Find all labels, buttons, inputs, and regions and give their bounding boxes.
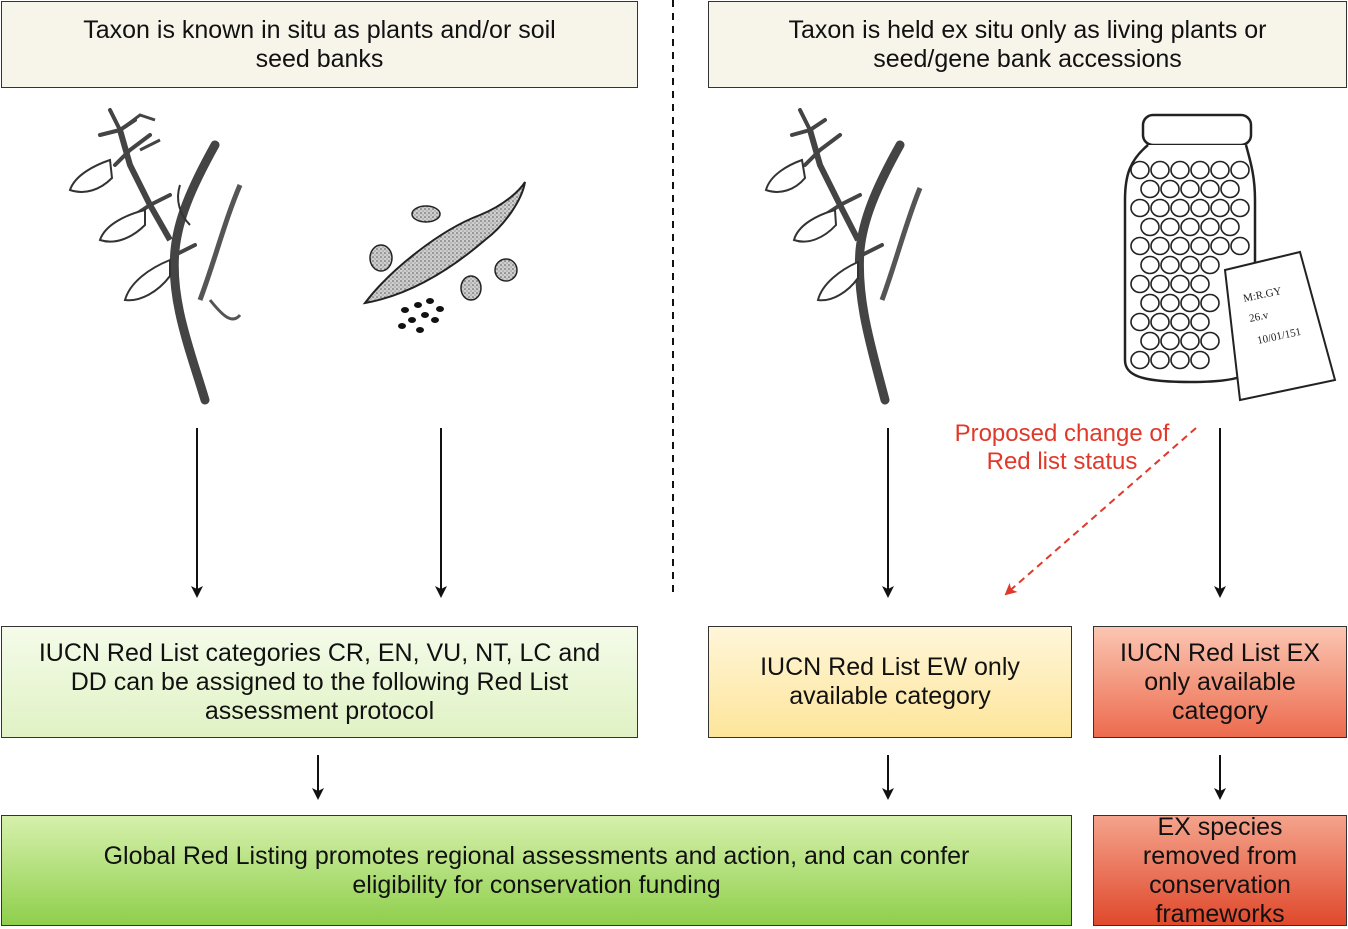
in-situ-box: Taxon is known in situ as plants and/or … <box>1 1 638 88</box>
proposed-change-label: Proposed change of Red list status <box>952 420 1172 476</box>
global-listing-box: Global Red Listing promotes regional ass… <box>1 815 1072 926</box>
jar-seed <box>1160 293 1180 313</box>
jar-seed <box>1190 160 1210 180</box>
iucn-ew-text: IUCN Red List EW only available category <box>760 653 1020 710</box>
jar-seed <box>1170 274 1190 294</box>
jar-seed <box>1210 236 1230 256</box>
jar-seed <box>1190 312 1210 332</box>
jar-seed <box>1180 217 1200 237</box>
seed-jar-illustration: M:R.GY 26.v 10/01/151 <box>1123 113 1337 402</box>
jar-seed <box>1190 236 1210 256</box>
jar-seed <box>1180 255 1200 275</box>
jar-seed <box>1160 255 1180 275</box>
iucn-categories-text: IUCN Red List categories CR, EN, VU, NT,… <box>38 638 601 725</box>
jar-seed <box>1140 331 1160 351</box>
jar-seed <box>1130 198 1150 218</box>
jar-seed <box>1140 255 1160 275</box>
jar-seed <box>1180 331 1200 351</box>
jar-seed <box>1160 331 1180 351</box>
jar-seed <box>1150 198 1170 218</box>
jar-seed <box>1160 217 1180 237</box>
jar-seed <box>1180 293 1200 313</box>
jar-seed <box>1190 274 1210 294</box>
jar-seed <box>1230 160 1250 180</box>
jar-seed <box>1220 179 1240 199</box>
jar-seed <box>1210 198 1230 218</box>
proposed-change-arrow <box>1004 427 1197 596</box>
jar-seed <box>1130 236 1150 256</box>
jar-seed <box>1170 236 1190 256</box>
jar-seed <box>1150 350 1170 370</box>
seeds-illustration <box>362 181 526 333</box>
global-listing-text: Global Red Listing promotes regional ass… <box>103 841 970 899</box>
ex-situ-box: Taxon is held ex situ only as living pla… <box>708 1 1347 88</box>
jar-seed <box>1170 312 1190 332</box>
iucn-ex-box: IUCN Red List EX only available category <box>1093 626 1347 738</box>
jar-seed <box>1150 236 1170 256</box>
jar-seed <box>1210 160 1230 180</box>
jar-seed <box>1130 160 1150 180</box>
iucn-ex-text: IUCN Red List EX only available category <box>1119 638 1321 725</box>
plant-illustration-left <box>68 108 243 405</box>
proposed-change-text: Proposed change of Red list status <box>954 420 1170 475</box>
jar-seed <box>1170 198 1190 218</box>
jar-seed <box>1160 179 1180 199</box>
jar-seed <box>1180 179 1200 199</box>
ex-situ-text: Taxon is held ex situ only as living pla… <box>788 15 1267 73</box>
jar-seed <box>1140 217 1160 237</box>
jar-seed <box>1200 293 1220 313</box>
jar-seed <box>1170 160 1190 180</box>
jar-label-line-2: 26.v <box>1248 309 1270 325</box>
jar-seed <box>1130 312 1150 332</box>
jar-seed <box>1190 350 1210 370</box>
jar-seed <box>1220 217 1240 237</box>
jar-seed <box>1200 217 1220 237</box>
jar-seed <box>1230 198 1250 218</box>
ex-removed-text: EX species removed from conservation fra… <box>1142 812 1298 928</box>
jar-seed <box>1140 293 1160 313</box>
jar-seed <box>1200 331 1220 351</box>
jar-seed <box>1130 350 1150 370</box>
jar-seed <box>1230 236 1250 256</box>
jar-seed <box>1200 179 1220 199</box>
iucn-ew-box: IUCN Red List EW only available category <box>708 626 1072 738</box>
jar-seed <box>1200 255 1220 275</box>
jar-seed <box>1150 274 1170 294</box>
jar-seed <box>1190 198 1210 218</box>
ex-removed-box: EX species removed from conservation fra… <box>1093 812 1347 928</box>
jar-seed <box>1150 312 1170 332</box>
jar-seed <box>1170 350 1190 370</box>
jar-seed <box>1130 274 1150 294</box>
jar-seed <box>1150 160 1170 180</box>
in-situ-text: Taxon is known in situ as plants and/or … <box>83 15 556 73</box>
plant-illustration-right <box>764 108 923 405</box>
iucn-categories-box: IUCN Red List categories CR, EN, VU, NT,… <box>1 626 638 738</box>
jar-seed <box>1140 179 1160 199</box>
